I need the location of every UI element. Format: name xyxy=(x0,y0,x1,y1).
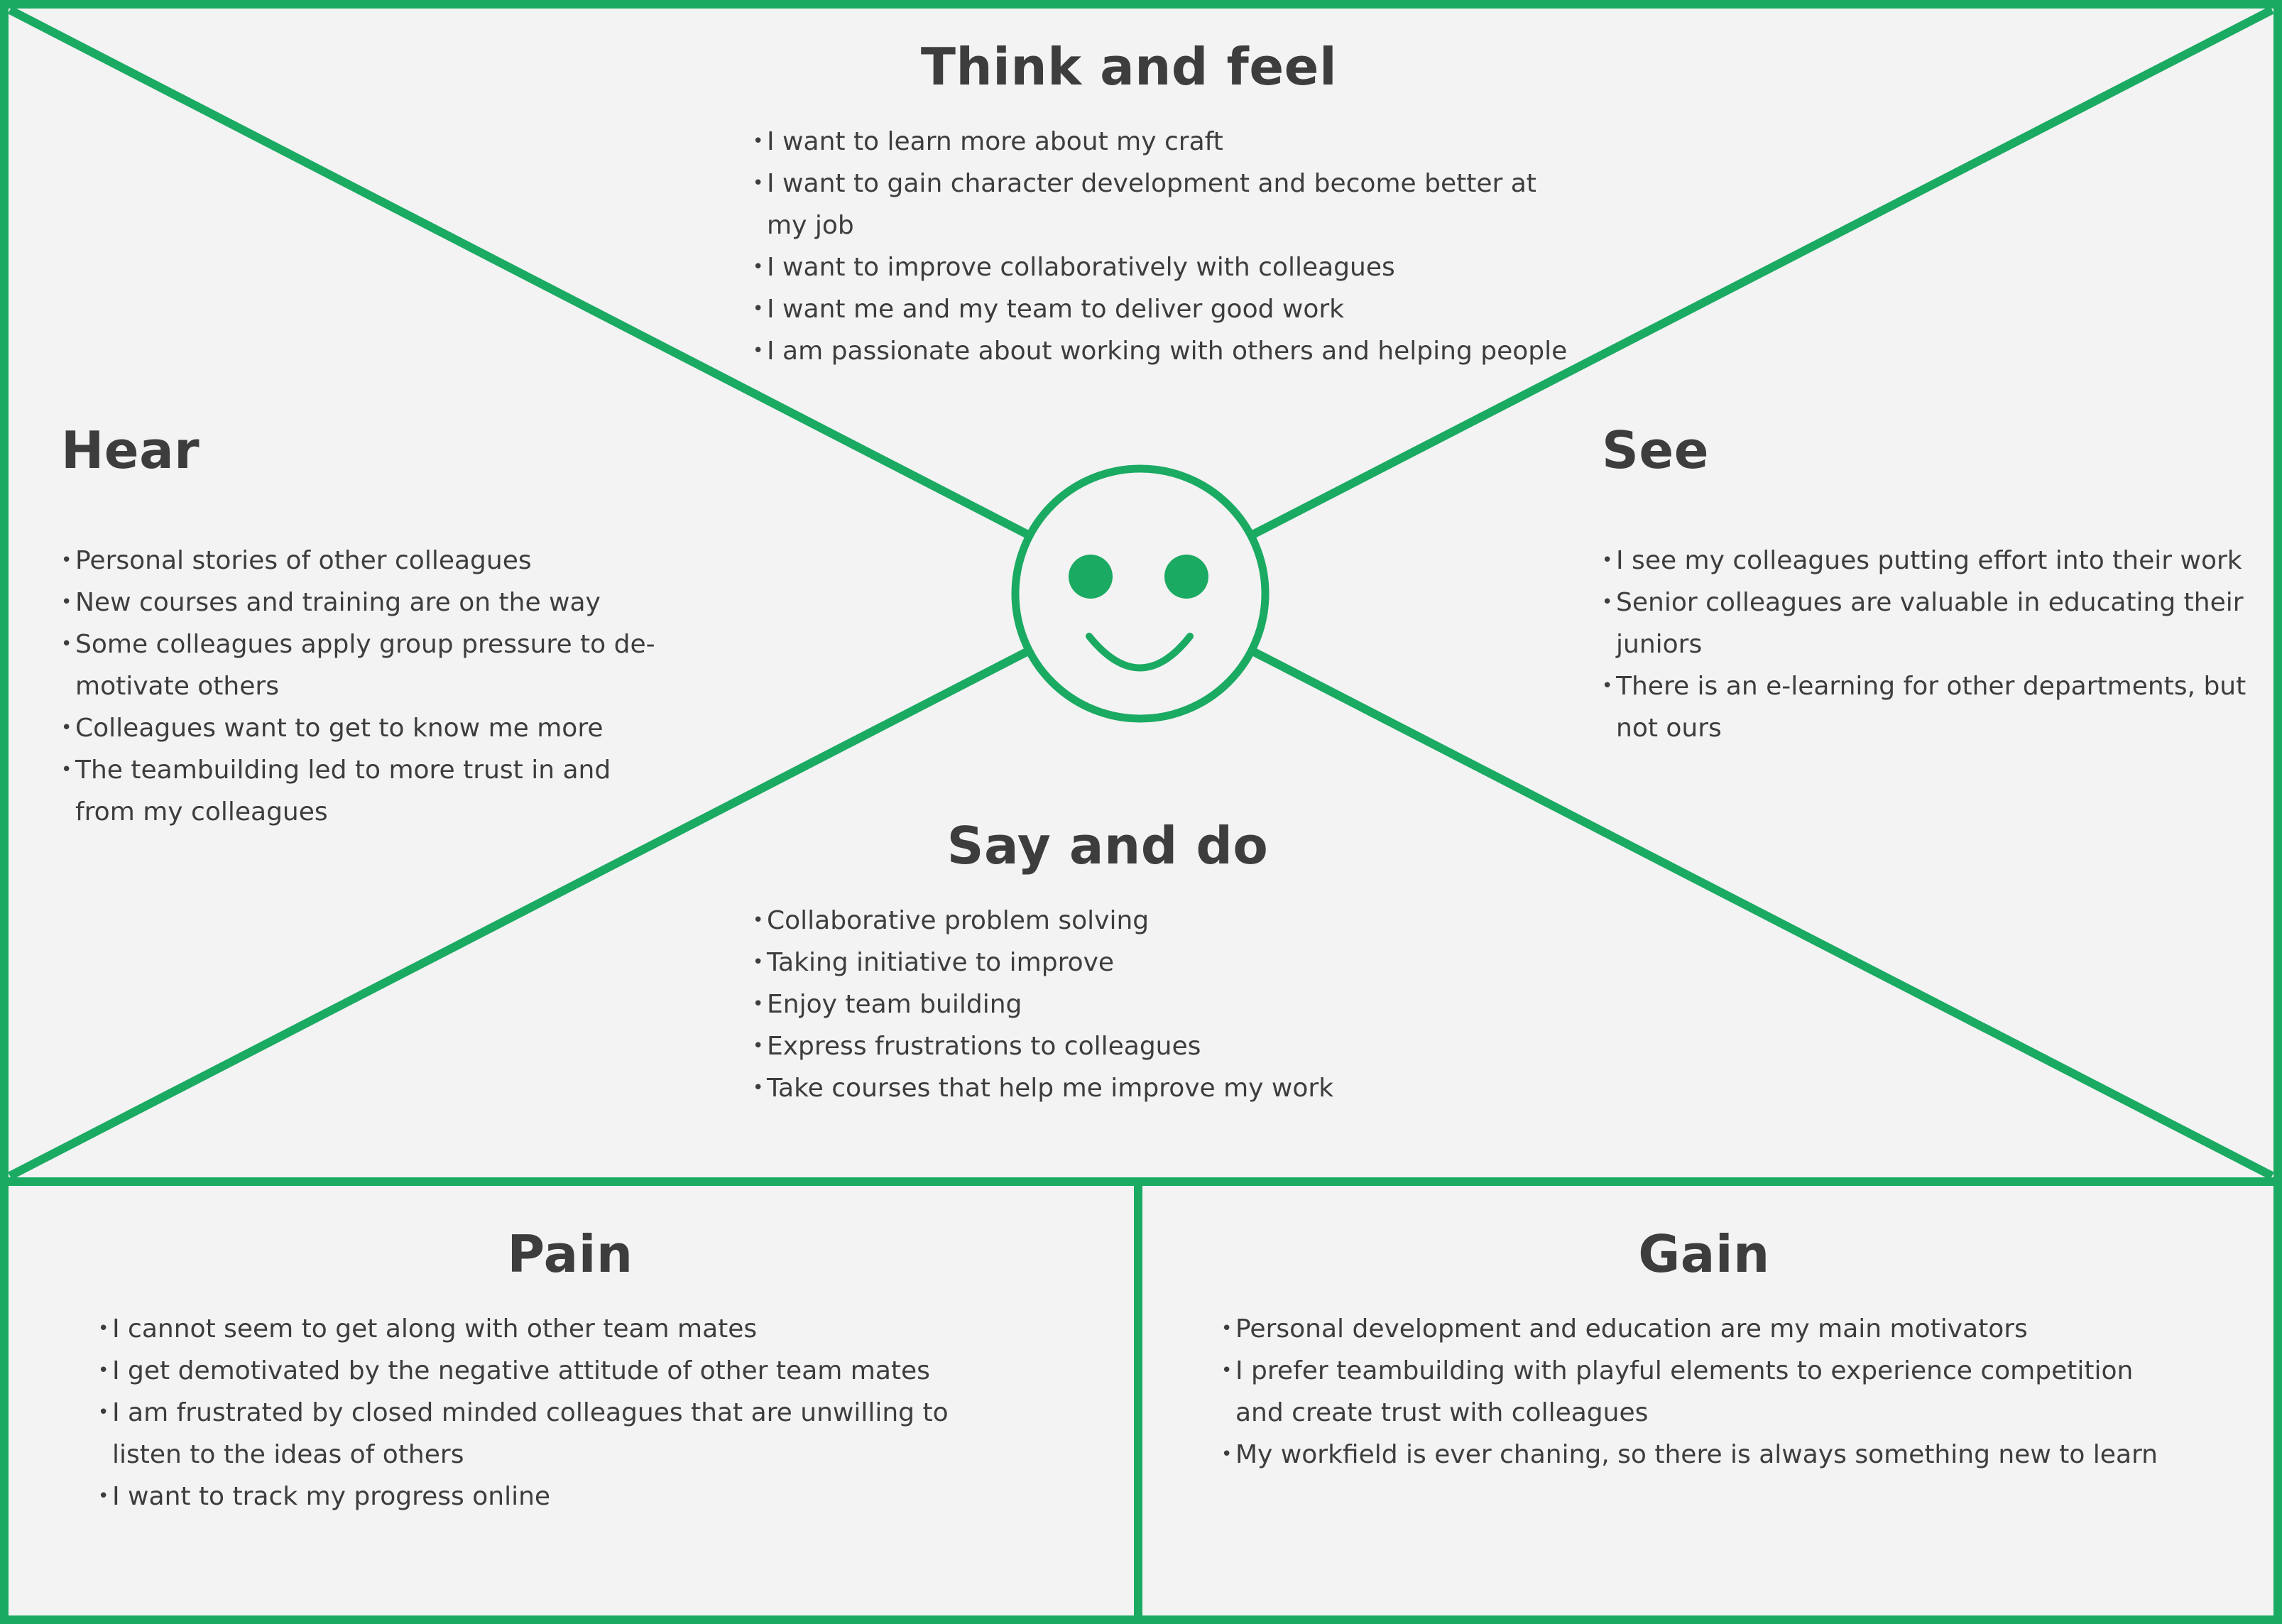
think-and-feel-title: Think and feel xyxy=(920,37,1338,97)
say-and-do-list: Collaborative problem solving Taking ini… xyxy=(753,900,1534,1109)
list-item: Colleagues want to get to know me more xyxy=(61,707,700,749)
hear-list: Personal stories of other colleagues New… xyxy=(61,540,700,833)
list-item: My workfield is ever chaning, so there i… xyxy=(1221,1434,2244,1476)
list-item: Senior colleagues are valuable in educat… xyxy=(1602,582,2255,665)
diagonal-top-right xyxy=(1252,6,2274,538)
list-item: New courses and training are on the way xyxy=(61,582,700,623)
list-item: Take courses that help me improve my wor… xyxy=(753,1067,1534,1109)
list-item: I cannot seem to get along with other te… xyxy=(98,1308,1113,1350)
diagonal-bottom-right xyxy=(1252,648,2274,1180)
list-item: There is an e-learning for other departm… xyxy=(1602,665,2255,749)
list-item: I want to gain character development and… xyxy=(753,163,1548,246)
hear-section: Hear Personal stories of other colleague… xyxy=(61,425,700,833)
smiley-face-icon xyxy=(1011,464,1270,723)
list-item: Some colleagues apply group pressure to … xyxy=(61,623,679,707)
think-and-feel-list: I want to learn more about my craft I wa… xyxy=(753,121,1590,372)
list-item: Personal development and education are m… xyxy=(1221,1308,2244,1350)
diagonal-top-left xyxy=(8,6,1029,538)
list-item: Express frustrations to colleagues xyxy=(753,1025,1534,1067)
smiley-outline xyxy=(1011,464,1270,723)
pain-title: Pain xyxy=(507,1224,633,1284)
list-item: Enjoy team building xyxy=(753,983,1534,1025)
diagonal-bottom-left xyxy=(8,648,1029,1180)
say-and-do-section: Say and do Collaborative problem solving… xyxy=(753,820,1534,1109)
say-and-do-title: Say and do xyxy=(946,816,1269,876)
list-item: Personal stories of other colleagues xyxy=(61,540,700,582)
list-item: I prefer teambuilding with playful eleme… xyxy=(1221,1350,2187,1434)
gain-title: Gain xyxy=(1638,1224,1770,1284)
see-title: See xyxy=(1602,420,1710,480)
list-item: I want to improve collaboratively with c… xyxy=(753,246,1590,288)
smiley-right-eye xyxy=(1164,555,1208,599)
think-and-feel-section: Think and feel I want to learn more abou… xyxy=(753,41,1590,372)
list-item: I am passionate about working with other… xyxy=(753,330,1590,372)
list-item: I want to learn more about my craft xyxy=(753,121,1590,163)
smiley-left-eye xyxy=(1069,555,1113,599)
pain-list: I cannot seem to get along with other te… xyxy=(98,1308,1113,1517)
list-item: The teambuilding led to more trust in an… xyxy=(61,749,615,833)
smiley-mouth xyxy=(1086,633,1194,672)
list-item: I get demotivated by the negative attitu… xyxy=(98,1350,1113,1392)
list-item: Taking initiative to improve xyxy=(753,942,1534,983)
gain-list: Personal development and education are m… xyxy=(1221,1308,2244,1476)
list-item: I see my colleagues putting effort into … xyxy=(1602,540,2255,582)
gain-section: Gain Personal development and education … xyxy=(1221,1228,2244,1476)
see-section: See I see my colleagues putting effort i… xyxy=(1602,425,2255,749)
list-item: I am frustrated by closed minded colleag… xyxy=(98,1392,1007,1476)
list-item: I want me and my team to deliver good wo… xyxy=(753,288,1590,330)
hear-title: Hear xyxy=(61,420,200,480)
pain-section: Pain I cannot seem to get along with oth… xyxy=(98,1228,1113,1517)
see-list: I see my colleagues putting effort into … xyxy=(1602,540,2255,749)
list-item: I want to track my progress online xyxy=(98,1476,1113,1517)
list-item: Collaborative problem solving xyxy=(753,900,1534,942)
